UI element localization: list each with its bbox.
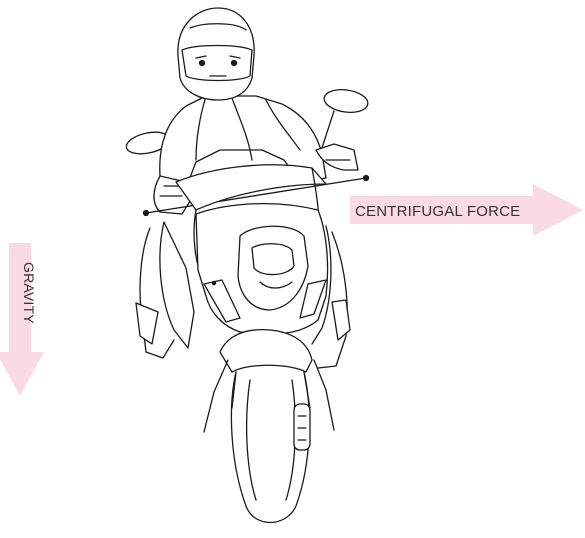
centrifugal-force-label: CENTRIFUGAL FORCE [355,203,520,220]
front-fender [220,330,312,372]
rider-and-scooter [124,8,369,523]
front-wheel [231,372,310,523]
gravity-label: GRAVITY [21,262,37,324]
helmet [178,8,254,100]
